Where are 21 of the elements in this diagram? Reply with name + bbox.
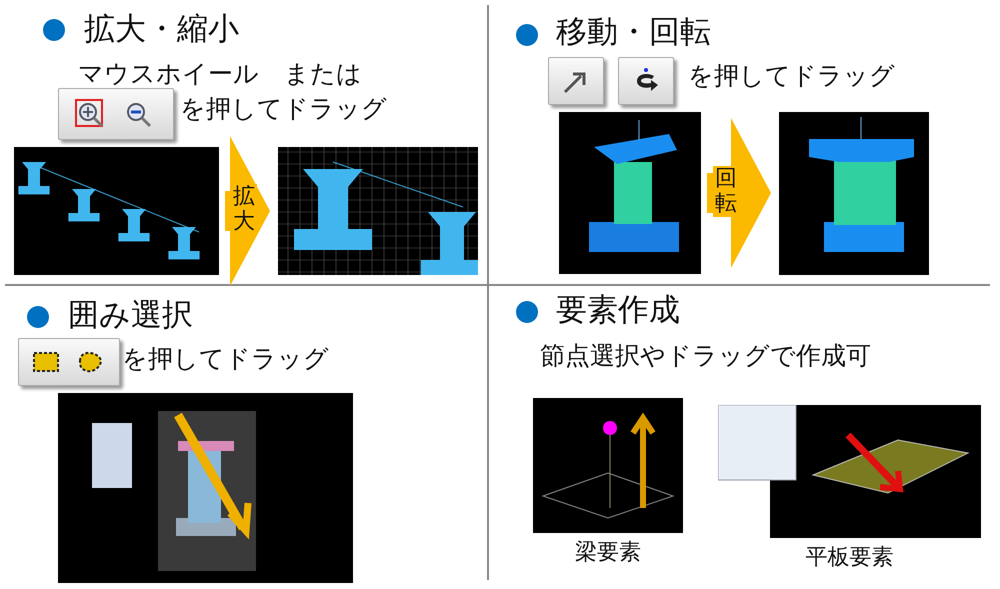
instruction-text: を押してドラッグ (180, 95, 387, 122)
instruction-text: を押してドラッグ (688, 62, 895, 90)
screenshot (278, 147, 478, 275)
chevron-arrow (707, 118, 771, 268)
screenshot (533, 398, 683, 533)
heading: 移動・回転 (556, 15, 711, 50)
edge-label: 回転 (713, 166, 739, 217)
node-label: 梁要素 (574, 541, 642, 566)
screenshot (14, 147, 219, 275)
screenshot (58, 393, 353, 583)
instruction-text: を押してドラッグ (122, 345, 329, 372)
screenshot (718, 405, 981, 538)
chevron-arrow (225, 136, 270, 286)
heading: 要素作成 (556, 293, 680, 328)
instruction-text: マウスホイール または (78, 60, 362, 88)
heading: 拡大・縮小 (84, 12, 239, 46)
screenshot (779, 112, 929, 275)
heading: 囲み選択 (68, 298, 193, 332)
instruction-text: 節点選択やドラッグで作成可 (540, 342, 871, 370)
screenshot (559, 112, 701, 274)
node-label: 平板要素 (804, 546, 894, 570)
